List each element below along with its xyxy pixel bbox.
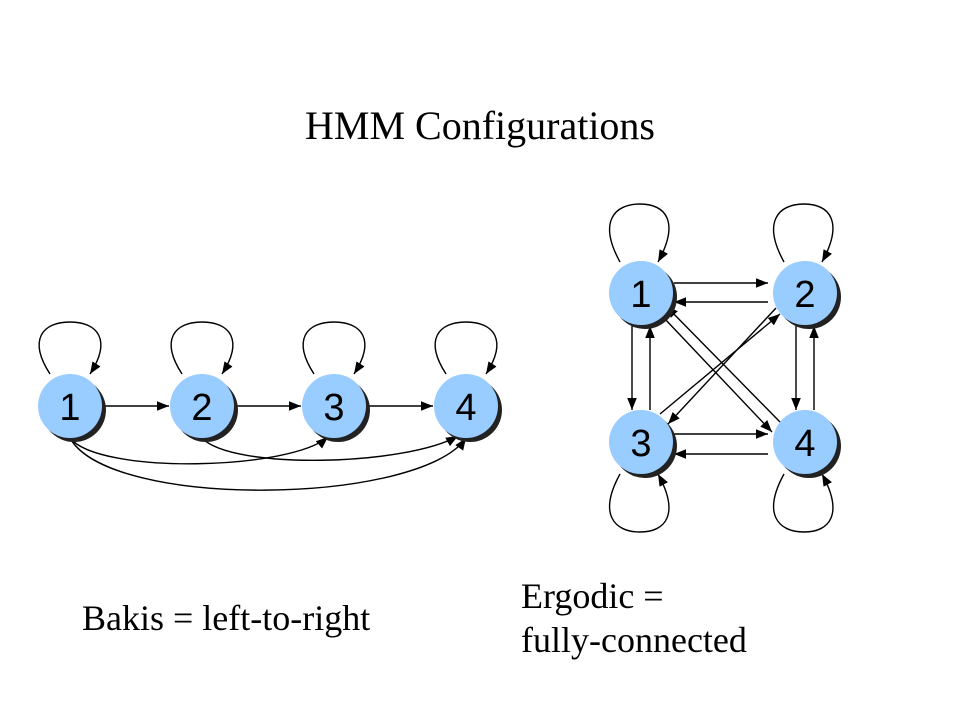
ergodic-node-3: 3 (609, 410, 677, 478)
ergodic-edge-1-4 (663, 317, 773, 433)
ergodic-caption: Ergodic = fully-connected (521, 574, 747, 662)
svg-text:1: 1 (630, 274, 651, 316)
ergodic-nodes: 1 2 3 4 (609, 261, 841, 478)
svg-text:1: 1 (59, 387, 80, 429)
bakis-edge-1-4 (69, 437, 467, 491)
bakis-self-loop-1 (38, 321, 102, 375)
ergodic-self-loop-4 (773, 473, 834, 533)
ergodic-self-loop-1 (609, 203, 670, 263)
bakis-node-1: 1 (38, 374, 106, 442)
ergodic-edge-3-2 (659, 313, 781, 415)
bakis-self-loop-2 (170, 321, 234, 375)
ergodic-node-1: 1 (609, 261, 677, 329)
bakis-self-loop-3 (302, 321, 366, 375)
bakis-edge-2-4 (201, 435, 459, 462)
bakis-node-4: 4 (434, 374, 502, 442)
bakis-edge-1-3 (69, 436, 329, 465)
ergodic-caption-line-2: fully-connected (521, 620, 747, 660)
bakis-self-loop-4 (434, 321, 498, 375)
ergodic-diagram (609, 203, 834, 533)
bakis-node-3: 3 (302, 374, 370, 442)
bakis-diagram (38, 321, 498, 491)
bakis-node-2: 2 (170, 374, 238, 442)
bakis-nodes: 1 2 3 4 (38, 374, 502, 442)
slide-title: HMM Configurations (305, 103, 655, 148)
svg-text:2: 2 (191, 387, 212, 429)
bakis-caption: Bakis = left-to-right (82, 598, 371, 638)
ergodic-self-loop-3 (609, 473, 670, 533)
svg-text:3: 3 (323, 387, 344, 429)
ergodic-caption-line-1: Ergodic = (521, 576, 664, 616)
svg-text:3: 3 (630, 423, 651, 465)
ergodic-node-4: 4 (773, 410, 841, 478)
svg-text:4: 4 (794, 423, 815, 465)
svg-text:4: 4 (455, 387, 476, 429)
ergodic-node-2: 2 (773, 261, 841, 329)
ergodic-edge-2-3 (667, 307, 777, 425)
ergodic-self-loop-2 (773, 203, 834, 263)
svg-text:2: 2 (794, 274, 815, 316)
